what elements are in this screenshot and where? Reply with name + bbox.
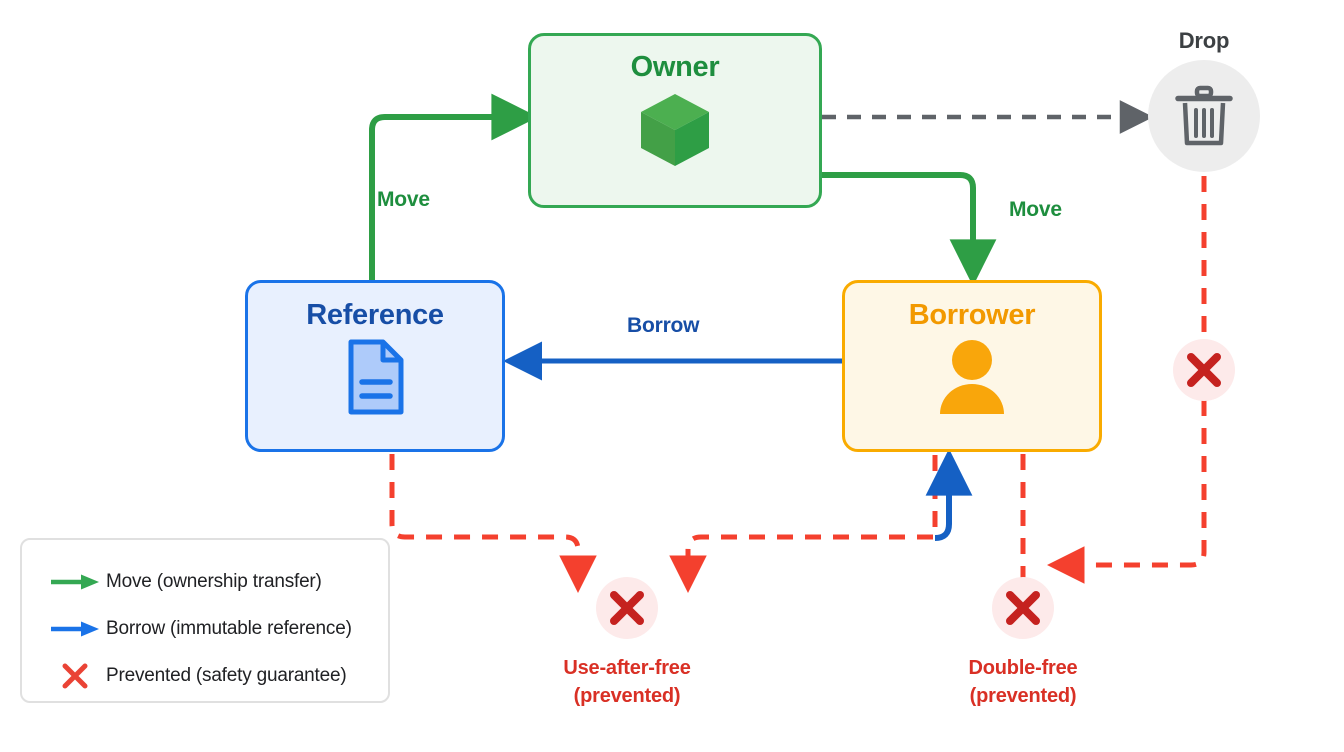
node-reference-label: Reference [306,299,444,331]
node-owner[interactable]: Owner [528,33,822,208]
x-icon [1187,353,1221,387]
caption-use-after-free-line1: Use-after-free [563,657,691,679]
node-borrower-label: Borrower [908,299,1036,331]
edge-label-move-left: Move [377,188,430,211]
x-icon [44,662,106,690]
edge-use-after-free-from-borrower [669,455,938,593]
caption-use-after-free: Use-after-free (prevented) [507,654,747,710]
edge-borrow-back-to-borrower [925,448,973,541]
x-marker-drop-path [1173,339,1235,401]
blue-arrow-icon [44,620,106,638]
edge-use-after-free-from-reference [389,454,597,593]
cube-icon [637,90,713,170]
edge-label-move-right: Move [1009,198,1062,221]
edge-move-reference-to-owner [369,93,539,286]
node-reference[interactable]: Reference [245,280,505,452]
caption-double-free-line2: (prevented) [969,685,1077,707]
edge-label-borrow: Borrow [627,314,700,337]
green-arrow-icon [44,573,106,591]
x-icon [610,591,644,625]
user-icon [932,338,1012,416]
document-icon [343,338,407,416]
legend-item-move: Move (ownership transfer) [22,558,388,605]
legend-item-prevented-label: Prevented (safety guarantee) [106,664,347,686]
x-marker-double-free [992,577,1054,639]
legend-item-prevented: Prevented (safety guarantee) [22,652,388,699]
legend: Move (ownership transfer) Borrow (immuta… [20,538,390,703]
caption-double-free: Double-free (prevented) [903,654,1143,710]
node-borrower[interactable]: Borrower [842,280,1102,452]
edge-drop-to-double-free [1047,148,1207,584]
legend-item-borrow: Borrow (immutable reference) [22,605,388,652]
drop-circle [1148,60,1260,172]
node-drop[interactable]: Drop [1148,28,1260,172]
trash-icon [1175,85,1233,146]
caption-double-free-line1: Double-free [968,657,1078,679]
node-drop-label: Drop [1178,28,1230,53]
node-owner-label: Owner [630,51,720,83]
legend-item-borrow-label: Borrow (immutable reference) [106,617,352,639]
legend-item-move-label: Move (ownership transfer) [106,570,322,592]
x-icon [1006,591,1040,625]
caption-use-after-free-line2: (prevented) [573,685,681,707]
edge-move-owner-to-borrower [818,172,997,287]
x-marker-use-after-free [596,577,658,639]
